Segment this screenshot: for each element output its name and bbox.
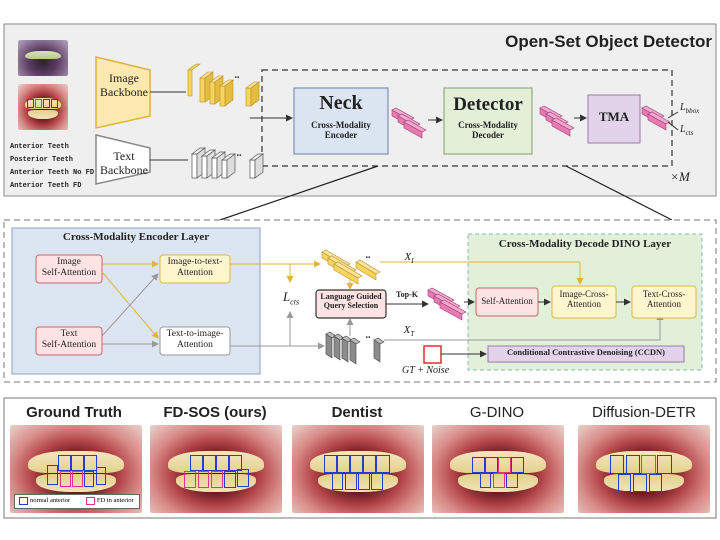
text-self-attention-label: Text Self-Attention [41, 329, 97, 350]
x-i-label: XI [404, 251, 414, 266]
middle-image-dots: .. [365, 250, 371, 261]
image-cross-label: Image-Cross- Attention [559, 289, 609, 310]
middle-image-blocks [321, 249, 381, 285]
loss-bbox-label: Lbbox [680, 102, 700, 115]
text-self-attention-box [35, 326, 103, 356]
middle-loss-cts-sub: cts [290, 297, 300, 307]
text-backbone-shape [95, 134, 151, 185]
photo-g-dino [432, 425, 564, 513]
legend-normal-swatch [18, 497, 28, 505]
decoder-title: Cross-Modality Decode DINO Layer [498, 238, 672, 250]
label-g-dino: G-DINO [469, 404, 525, 421]
detector-box [443, 87, 533, 155]
topk-label: Top-K [396, 290, 418, 299]
loss-bbox-sub: bbox [685, 107, 700, 115]
input-image-annotated [18, 84, 68, 130]
text-feature-blocks [190, 147, 265, 179]
middle-text-blocks [325, 331, 385, 365]
middle-loss-cts: Lcts [282, 289, 300, 307]
photo-diffusion-detr [578, 425, 710, 513]
label-ground-truth: Ground Truth [26, 404, 122, 421]
detector-subtitle: Cross-Modality Decoder [458, 120, 518, 141]
legend-fd-swatch [85, 497, 95, 505]
gt-noise-label: GT + Noise [402, 365, 450, 376]
repeat-label: ×M [670, 169, 690, 184]
text-to-image-attention-box [159, 326, 231, 356]
gt-noise-box [423, 345, 442, 364]
x-t-sub: T [410, 330, 415, 339]
neck-output-blocks [391, 107, 427, 139]
neck-title: Neck [319, 92, 363, 114]
photo-ground-truth: normal anterior FD in anterior [10, 425, 142, 513]
image-to-text-attention-box [159, 254, 231, 284]
image-backbone-shape [95, 56, 151, 129]
neck-box [293, 87, 389, 155]
text-cross-attention-box [631, 285, 697, 319]
tma-label: TMA [598, 109, 630, 124]
legend-normal-label: normal anterior [29, 497, 71, 505]
loss-cts-sub: cts [685, 129, 694, 137]
topk-query-blocks [427, 287, 467, 321]
legend-fd-label: FD in anterior [96, 497, 134, 505]
prompt-line-4: Anterior Teeth FD [10, 182, 82, 190]
prompt-line-3: Anterior Teeth No FD [10, 169, 95, 177]
x-t-label: XT [403, 324, 415, 339]
image-self-attention-label: Image Self-Attention [41, 257, 97, 278]
neck-subtitle: Cross-Modality Encoder [311, 120, 371, 141]
photo-fd-sos [150, 425, 282, 513]
photo-dentist [292, 425, 424, 513]
label-diffusion-detr: Diffusion-DETR [592, 404, 696, 421]
encoder-title: Cross-Modality Encoder Layer [62, 231, 210, 243]
query-selection-label: Language Guided Query Selection [320, 292, 382, 311]
ccdn-box [487, 345, 685, 363]
image-feature-blocks [187, 63, 260, 107]
text-feature-dots: .. [236, 148, 242, 159]
image-self-attention-box [35, 254, 103, 284]
tma-box [587, 94, 641, 144]
image-to-text-label: Image-to-text- Attention [167, 257, 223, 278]
label-fd-sos: FD-SOS (ours) [163, 404, 267, 421]
label-dentist: Dentist [331, 404, 383, 421]
prompt-line-1: Anterior Teeth [10, 143, 69, 151]
tma-output-blocks [641, 105, 671, 131]
ccdn-label: Conditional Contrastive Denoising (CCDN) [507, 347, 665, 357]
text-to-image-label: Text-to-image- Attention [166, 329, 224, 350]
input-image-thumb [18, 40, 68, 76]
image-feature-dots: .. [234, 70, 240, 81]
detector-output-blocks [539, 105, 575, 137]
legend-box: normal anterior FD in anterior [13, 494, 141, 510]
prompt-line-2: Posterior Teeth [10, 156, 74, 164]
middle-text-dots: .. [365, 330, 371, 341]
text-cross-label: Text-Cross- Attention [642, 289, 686, 310]
decoder-self-attention-label: Self-Attention [481, 296, 533, 306]
detector-title: Open-Set Object Detector [505, 32, 712, 51]
image-backbone-label: Image Backbone [100, 71, 148, 99]
loss-cts-label: Lcts [680, 124, 694, 137]
text-backbone-label: Text Backbone [100, 149, 148, 177]
x-i-sub: I [411, 257, 414, 266]
detector-box-title: Detector [453, 94, 523, 115]
